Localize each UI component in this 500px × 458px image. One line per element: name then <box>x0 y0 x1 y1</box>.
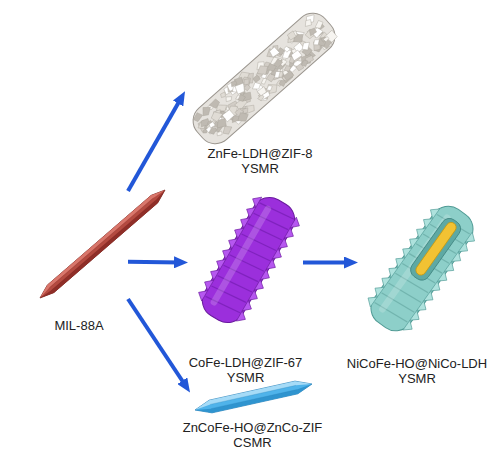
node-label: ZnFe-LDH@ZIF-8 YSMR <box>207 146 314 176</box>
arrow-connector <box>128 98 181 191</box>
rod-node: ZnFe-LDH@ZIF-8 YSMR <box>185 3 335 141</box>
mil-rod <box>37 186 169 302</box>
node-label: NiCoFe-HO@NiCo-LDH YSMR <box>346 356 489 386</box>
node-label: CoFe-LDH@ZIF-67 YSMR <box>188 355 304 385</box>
arrow-connector <box>128 260 180 265</box>
cofe-rod <box>192 188 306 331</box>
rod-node: NiCoFe-HO@NiCo-LDH YSMR <box>358 195 476 345</box>
rod-node: MIL-88A <box>30 185 128 305</box>
znfe-rod <box>186 6 342 150</box>
arrow-connector <box>303 261 350 265</box>
rod-node: CoFe-LDH@ZIF-67 YSMR <box>188 180 303 345</box>
arrow-connector <box>128 299 186 386</box>
rod-node: ZnCoFe-HO@ZnCo-ZIF CSMR <box>190 378 315 414</box>
node-label: ZnCoFe-HO@ZnCo-ZIF CSMR <box>182 420 324 450</box>
nicofe-rod <box>360 196 484 340</box>
node-label: MIL-88A <box>53 318 105 333</box>
